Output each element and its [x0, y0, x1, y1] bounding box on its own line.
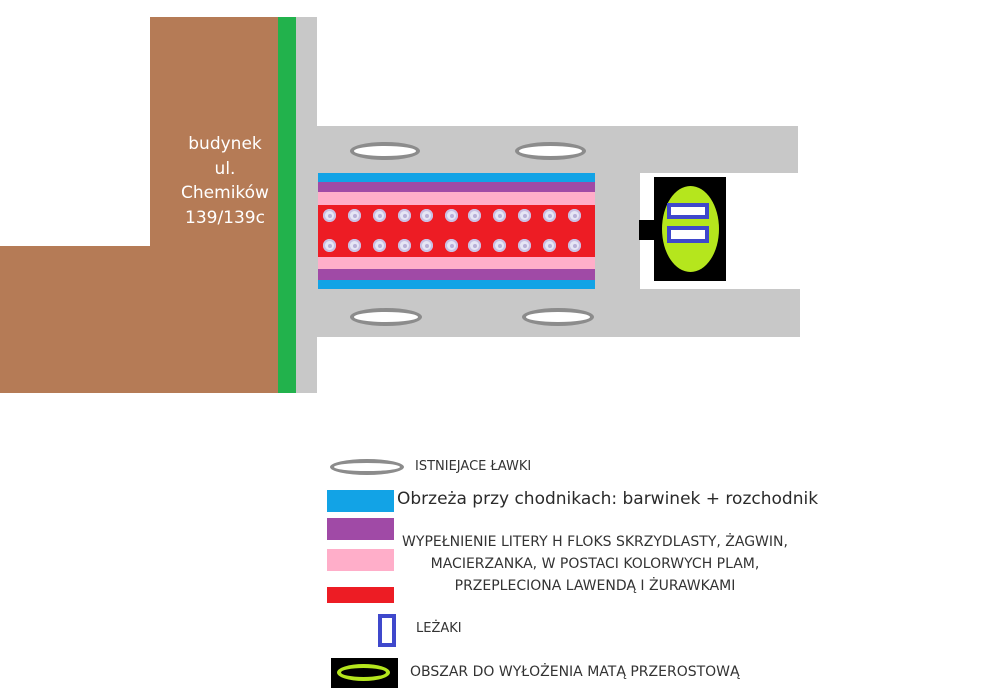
flower-dot — [518, 239, 531, 252]
legend-lounger-icon — [378, 614, 396, 647]
lounger-icon — [667, 226, 709, 243]
bed-purple-bottom — [318, 269, 595, 280]
bench-icon — [350, 142, 420, 160]
flower-dot — [568, 239, 581, 252]
legend-fill-line: MACIERZANKA, W POSTACI KOLORWYCH PLAM, — [430, 556, 760, 572]
bed-purple-top — [318, 182, 595, 192]
flower-dot — [398, 239, 411, 252]
legend-purple-swatch — [327, 518, 394, 540]
flower-dot — [468, 209, 481, 222]
flower-dot — [568, 209, 581, 222]
legend-border-swatch — [327, 490, 394, 512]
mat-area — [654, 177, 726, 281]
legend-mat-label: OBSZAR DO WYŁOŻENIA MATĄ PRZEROSTOWĄ — [410, 664, 740, 680]
flower-bed — [318, 173, 595, 289]
legend-fill-line: WYPEŁNIENIE LITERY H FLOKS SKRZYDLASTY, … — [402, 534, 788, 550]
building-label-line: 139/139c — [185, 207, 265, 228]
bench-icon — [522, 308, 594, 326]
flower-dot — [323, 239, 336, 252]
legend-pink-swatch — [327, 549, 394, 571]
flower-dot — [543, 209, 556, 222]
building-label-line: budynek — [188, 134, 262, 154]
building-lower — [0, 246, 278, 393]
flower-dot — [420, 209, 433, 222]
legend-bench-icon — [330, 459, 404, 475]
bed-border-bottom — [318, 280, 595, 289]
legend-bench-label: ISTNIEJACE ŁAWKI — [415, 459, 532, 474]
bed-pink-top — [318, 192, 595, 205]
legend-mat-swatch — [331, 658, 398, 688]
flower-dot — [348, 209, 361, 222]
flower-dot — [493, 209, 506, 222]
building-label-line: ul. — [214, 158, 236, 179]
flower-dot — [323, 209, 336, 222]
hedge-strip — [278, 17, 296, 393]
flower-dot — [445, 239, 458, 252]
flower-dot — [518, 209, 531, 222]
bench-icon — [350, 308, 422, 326]
legend-red-swatch — [327, 587, 394, 603]
bench-icon — [515, 142, 586, 160]
flower-dot — [398, 209, 411, 222]
flower-dot — [493, 239, 506, 252]
flower-dot — [543, 239, 556, 252]
flower-dot — [373, 209, 386, 222]
legend-fill-line: PRZEPLECIONA LAWENDĄ I ŻURAWKAMI — [454, 578, 736, 594]
path-vertical — [296, 17, 317, 393]
building-label: budynek ul. Chemików 139/139c — [150, 132, 300, 230]
flower-dot — [445, 209, 458, 222]
building-label-line: Chemików — [181, 183, 269, 203]
lounger-icon — [667, 203, 709, 219]
legend-fill-label: WYPEŁNIENIE LITERY H FLOKS SKRZYDLASTY, … — [400, 531, 790, 597]
bed-pink-bottom — [318, 257, 595, 269]
flower-dot — [373, 239, 386, 252]
legend-lounger-label: LEŻAKI — [416, 621, 462, 636]
mat-connector — [639, 220, 656, 240]
flower-dot — [468, 239, 481, 252]
legend-lawn-oval-icon — [337, 664, 390, 681]
flower-dot — [420, 239, 433, 252]
bed-border-top — [318, 173, 595, 182]
flower-dot — [348, 239, 361, 252]
legend-border-label: Obrzeża przy chodnikach: barwinek + rozc… — [397, 489, 819, 509]
